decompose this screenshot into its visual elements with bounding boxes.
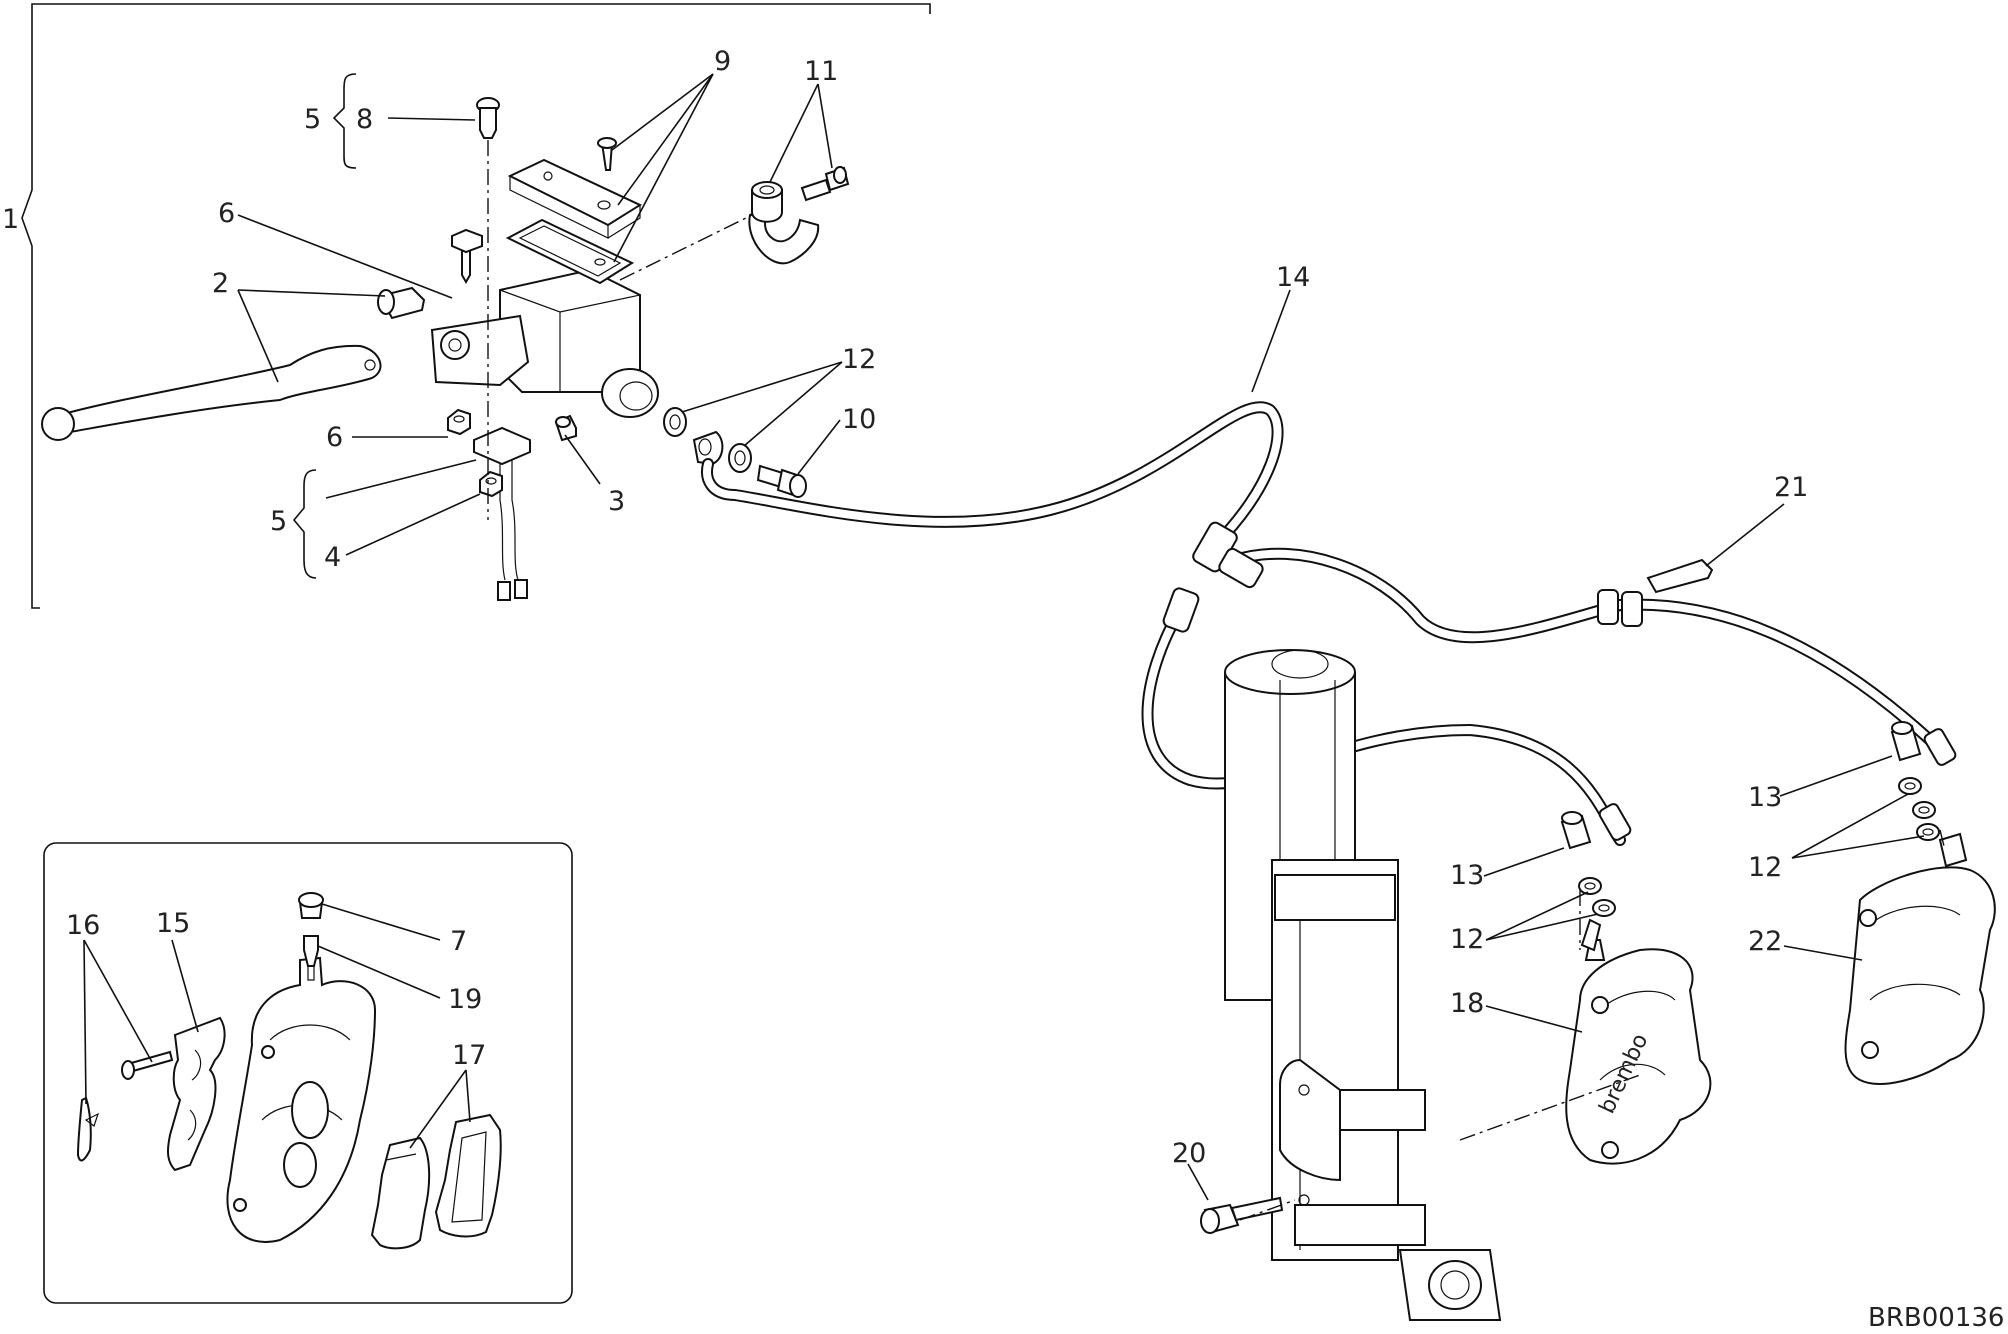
banjo-bolt-13-right bbox=[1890, 721, 1922, 762]
nut-4 bbox=[479, 470, 503, 498]
nut-6 bbox=[447, 408, 471, 436]
inset-pad-spring-15 bbox=[167, 1016, 226, 1172]
inset-pin-16 bbox=[121, 1050, 174, 1080]
banjo-bolt-13-left bbox=[1560, 811, 1592, 850]
callout-12-top: 12 bbox=[842, 344, 876, 375]
washer-12-top-a bbox=[663, 407, 687, 437]
washer-12-left-b bbox=[1592, 899, 1616, 917]
banjo-bolt-10 bbox=[756, 464, 807, 498]
washer-12-top-b bbox=[728, 443, 752, 473]
pivot-bolt bbox=[451, 228, 483, 285]
callout-21: 21 bbox=[1774, 472, 1808, 503]
callout-19: 19 bbox=[448, 984, 482, 1015]
callout-12-left: 12 bbox=[1450, 924, 1484, 955]
callout-8: 8 bbox=[356, 104, 373, 135]
callout-20: 20 bbox=[1172, 1138, 1206, 1169]
callout-22: 22 bbox=[1748, 926, 1782, 957]
main-brake-hose-14 bbox=[701, 401, 1284, 551]
caliper-mount-bolt-20 bbox=[1200, 1196, 1284, 1234]
clamp-bolt bbox=[800, 166, 850, 202]
brake-light-switch bbox=[473, 426, 531, 601]
callout-10: 10 bbox=[842, 404, 876, 435]
callout-5-lower: 5 bbox=[270, 506, 287, 537]
screw-8 bbox=[476, 97, 500, 139]
washer-12-right-a bbox=[1898, 777, 1922, 795]
callout-6-upper: 6 bbox=[218, 198, 235, 229]
callout-13-right: 13 bbox=[1748, 782, 1782, 813]
leader-lines bbox=[83, 73, 1925, 1201]
brake-caliper-18: brembo bbox=[1565, 939, 1712, 1165]
left-caliper-hose bbox=[1141, 604, 1626, 846]
callout-labels: 1 5 8 9 11 6 2 14 12 10 6 3 5 4 21 13 12… bbox=[2, 46, 1808, 1169]
assembly-1-bracket bbox=[21, 3, 931, 609]
callout-4: 4 bbox=[324, 542, 341, 573]
inset-panel bbox=[43, 842, 573, 1304]
brake-caliper-22 bbox=[1844, 832, 1996, 1085]
hose-junction bbox=[1162, 521, 1957, 841]
washer-12-left-a bbox=[1578, 877, 1602, 895]
bleed-screw-18 bbox=[1580, 918, 1602, 952]
callout-13-left: 13 bbox=[1450, 860, 1484, 891]
inset-brake-pad-17a bbox=[370, 1136, 431, 1250]
inset-caliper bbox=[226, 956, 377, 1243]
callout-15: 15 bbox=[156, 908, 190, 939]
callout-12-right: 12 bbox=[1748, 852, 1782, 883]
callout-17: 17 bbox=[452, 1040, 486, 1071]
master-cylinder bbox=[430, 268, 659, 418]
fork-leg bbox=[1224, 649, 1502, 1321]
right-caliper-hose bbox=[1229, 547, 1936, 746]
inset-brake-pad-17b bbox=[434, 1113, 502, 1238]
inset-clip-16 bbox=[76, 1096, 100, 1162]
pin-3 bbox=[554, 414, 577, 442]
diagram-id: BRB00136 bbox=[1868, 1303, 2004, 1333]
callout-14: 14 bbox=[1276, 262, 1310, 293]
reservoir-gasket bbox=[505, 218, 635, 285]
inset-bleed-cap-7 bbox=[298, 892, 324, 919]
washer-12-right-c bbox=[1916, 823, 1940, 841]
cap-screw bbox=[597, 137, 617, 171]
lever-spring bbox=[377, 286, 426, 320]
inset-bleed-screw-19 bbox=[303, 935, 319, 981]
callout-5-upper: 5 bbox=[304, 104, 321, 135]
callout-11: 11 bbox=[804, 56, 838, 87]
brake-lever bbox=[41, 344, 382, 441]
callout-3: 3 bbox=[608, 486, 625, 517]
callout-6-lower: 6 bbox=[326, 422, 343, 453]
callout-1: 1 bbox=[2, 204, 19, 235]
reservoir-cap bbox=[507, 158, 643, 239]
hose-clip-21 bbox=[1646, 558, 1714, 594]
callout-18: 18 bbox=[1450, 988, 1484, 1019]
callout-2: 2 bbox=[212, 268, 229, 299]
alignment-lines bbox=[487, 140, 1946, 1221]
washer-12-right-b bbox=[1912, 801, 1936, 819]
callout-7: 7 bbox=[450, 926, 467, 957]
callout-9: 9 bbox=[714, 46, 731, 77]
callout-16: 16 bbox=[66, 910, 100, 941]
handlebar-clamp bbox=[748, 181, 820, 265]
